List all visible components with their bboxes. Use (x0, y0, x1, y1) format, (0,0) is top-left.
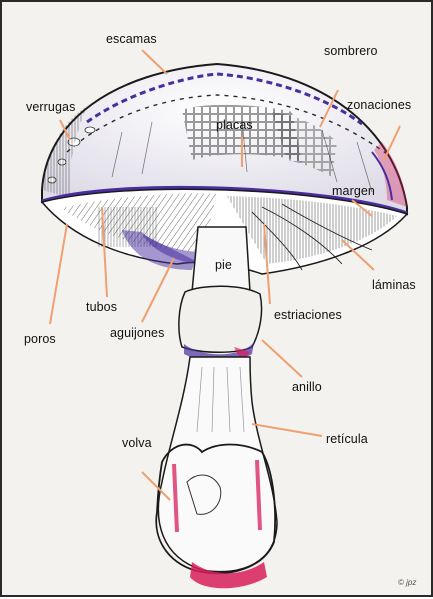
label-zonaciones: zonaciones (347, 98, 411, 112)
label-volva: volva (122, 436, 152, 450)
label-placas: placas (216, 118, 253, 132)
stem (156, 227, 277, 588)
label-verrugas: verrugas (26, 100, 75, 114)
label-anillo: anillo (292, 380, 322, 394)
label-escamas: escamas (106, 32, 157, 46)
label-estriaciones: estriaciones (274, 308, 342, 322)
label-pie: pie (215, 258, 232, 272)
label-aguijones: aguijones (110, 326, 164, 340)
label-sombrero: sombrero (324, 44, 378, 58)
label-laminas: láminas (372, 278, 416, 292)
label-poros: poros (24, 332, 56, 346)
signature: © jpz (398, 578, 416, 587)
label-reticula: retícula (326, 432, 368, 446)
label-tubos: tubos (86, 300, 117, 314)
label-margen: margen (332, 184, 375, 198)
